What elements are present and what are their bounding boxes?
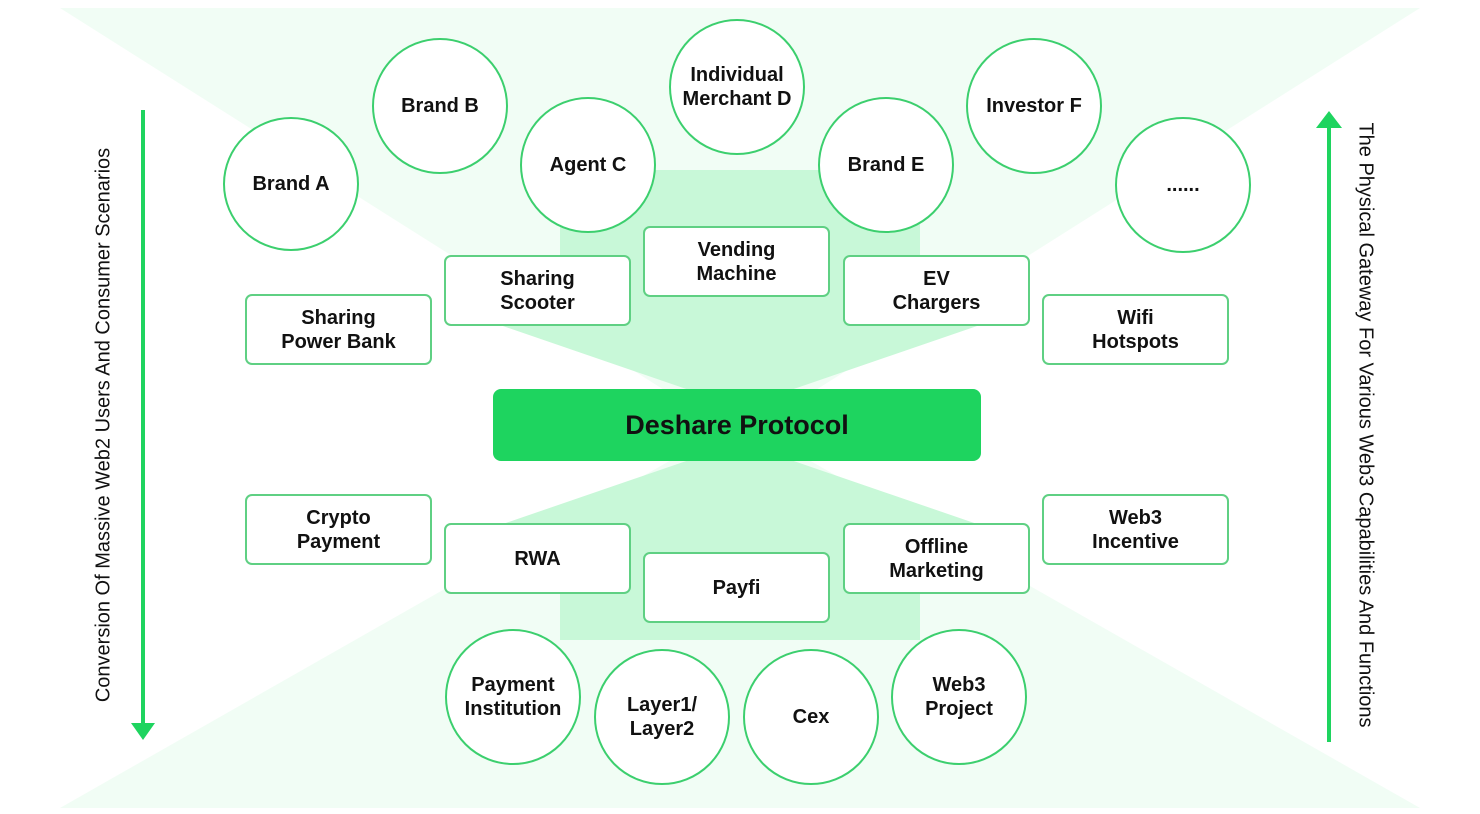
entity-brand-a: Brand A <box>223 117 359 251</box>
capability-label: Web3 Incentive <box>1092 506 1179 553</box>
scenario-wifi-hotspots: Wifi Hotspots <box>1042 294 1229 365</box>
entity-cex: Cex <box>743 649 879 785</box>
capability-crypto-payment: Crypto Payment <box>245 494 432 565</box>
scenario-label: Sharing Power Bank <box>281 306 396 353</box>
entity-brand-b: Brand B <box>372 38 508 174</box>
entity-web3-project: Web3 Project <box>891 629 1027 765</box>
right-arrow-head-icon <box>1316 111 1342 128</box>
entity-label: Brand B <box>401 95 479 117</box>
entity-label: Cex <box>792 706 830 728</box>
entity-label: Payment Institution <box>464 674 562 720</box>
entity-more: ...... <box>1115 117 1251 253</box>
left-arrow-head-icon <box>131 723 155 740</box>
capability-payfi: Payfi <box>643 552 830 623</box>
entity-payment-institution: Payment Institution <box>445 629 581 765</box>
entity-label: Brand A <box>252 173 330 195</box>
scenario-vending-machine: Vending Machine <box>643 226 830 297</box>
entity-agent-c: Agent C <box>520 97 656 233</box>
capability-label: Crypto Payment <box>296 506 381 553</box>
bottom-inner-funnel <box>500 458 980 640</box>
capability-offline-marketing: Offline Marketing <box>843 523 1030 594</box>
scenario-sharing-scooter: Sharing Scooter <box>444 255 631 326</box>
protocol-label: Deshare Protocol <box>625 409 849 440</box>
entity-label: Individual Merchant D <box>682 64 792 110</box>
entity-brand-e: Brand E <box>818 97 954 233</box>
scenario-label: Vending Machine <box>696 238 777 285</box>
entity-label: Agent C <box>549 154 627 176</box>
capability-label: Payfi <box>712 576 761 599</box>
scenario-label: Sharing Scooter <box>500 267 575 314</box>
entity-investor-f: Investor F <box>966 38 1102 174</box>
scenario-sharing-power-bank: Sharing Power Bank <box>245 294 432 365</box>
scenario-label: Wifi Hotspots <box>1092 306 1179 353</box>
entity-label: Web3 Project <box>925 674 993 720</box>
capability-label: RWA <box>514 547 561 570</box>
entity-layer1-layer2: Layer1/ Layer2 <box>594 649 730 785</box>
capability-rwa: RWA <box>444 523 631 594</box>
entity-individual-merchant-d: Individual Merchant D <box>669 19 805 155</box>
scenario-label: EV Chargers <box>892 267 981 314</box>
capability-web3-incentive: Web3 Incentive <box>1042 494 1229 565</box>
scenario-ev-chargers: EV Chargers <box>843 255 1030 326</box>
entity-label: Investor F <box>986 95 1082 117</box>
entity-label: Brand E <box>847 154 925 176</box>
left-axis-label: Conversion Of Massive Web2 Users And Con… <box>92 147 115 703</box>
deshare-protocol-block: Deshare Protocol <box>493 389 981 461</box>
entity-label: ...... <box>1166 174 1200 196</box>
capability-label: Offline Marketing <box>889 535 984 582</box>
entity-label: Layer1/ Layer2 <box>626 694 698 740</box>
right-axis-label: The Physical Gateway For Various Web3 Ca… <box>1354 122 1377 728</box>
